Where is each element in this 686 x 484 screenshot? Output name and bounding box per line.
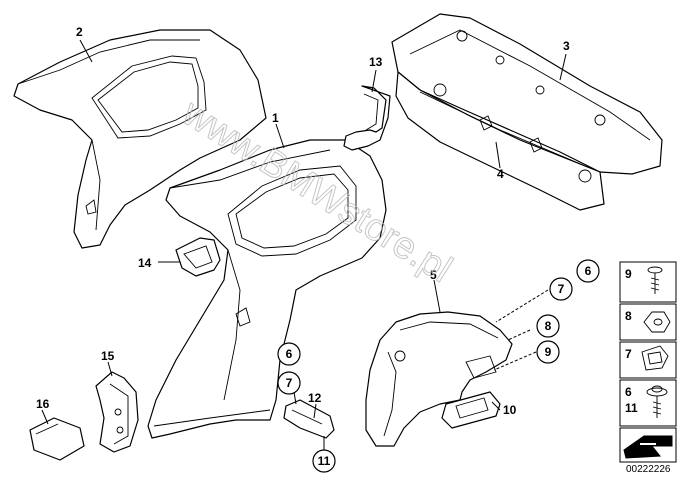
part-5-wheel-arch-liner (365, 311, 513, 447)
image-id: 00222226 (626, 464, 671, 475)
callout-1: 1 (272, 111, 279, 125)
fastener-legend: 9 8 7 6 11 0022 (619, 261, 677, 475)
callout-3: 3 (563, 39, 570, 53)
part-13-bracket (343, 85, 391, 151)
flange-screw-icon (646, 385, 668, 418)
legend-6-label: 6 (625, 385, 632, 399)
part-16-pad (29, 417, 85, 461)
callout-6-lower-circle: 6 (286, 347, 293, 361)
callout-labels: 2 1 3 4 13 14 5 15 16 12 10 (36, 25, 570, 417)
callout-12: 12 (308, 391, 322, 405)
part-2-side-panel (13, 29, 267, 249)
callout-4: 4 (497, 167, 504, 181)
callout-7-circle: 7 (558, 282, 565, 296)
legend-9-label: 9 (625, 267, 632, 281)
nut-icon (643, 311, 671, 333)
callout-13: 13 (369, 55, 383, 69)
part-3-4-rear-panel (391, 13, 663, 211)
callout-11-circle: 11 (318, 454, 331, 468)
legend-7-label: 7 (625, 347, 632, 361)
callout-6-circle: 6 (585, 264, 592, 278)
part-15-bracket (95, 371, 139, 453)
callout-7-lower-circle: 7 (286, 376, 293, 390)
legend-11-label: 11 (625, 401, 638, 415)
circled-callouts: 7 6 8 9 6 7 11 (277, 259, 600, 473)
callout-14: 14 (138, 256, 152, 270)
callout-8-circle: 8 (545, 319, 552, 333)
callout-9-circle: 9 (545, 345, 552, 359)
leader-lines (41, 39, 567, 450)
callout-2: 2 (76, 25, 83, 39)
part-10-cover-plate (441, 391, 501, 429)
legend-8-label: 8 (625, 309, 632, 323)
callout-5: 5 (430, 268, 437, 282)
callout-10: 10 (503, 403, 517, 417)
screw-icon (647, 266, 663, 294)
callout-15: 15 (101, 349, 115, 363)
clip-nut-icon (641, 345, 669, 371)
reference-arrow-icon (623, 435, 673, 459)
part-1-side-panel (147, 139, 387, 439)
part-14-bracket (175, 237, 221, 277)
callout-16: 16 (36, 397, 50, 411)
part-12-clip-strip (283, 399, 335, 439)
